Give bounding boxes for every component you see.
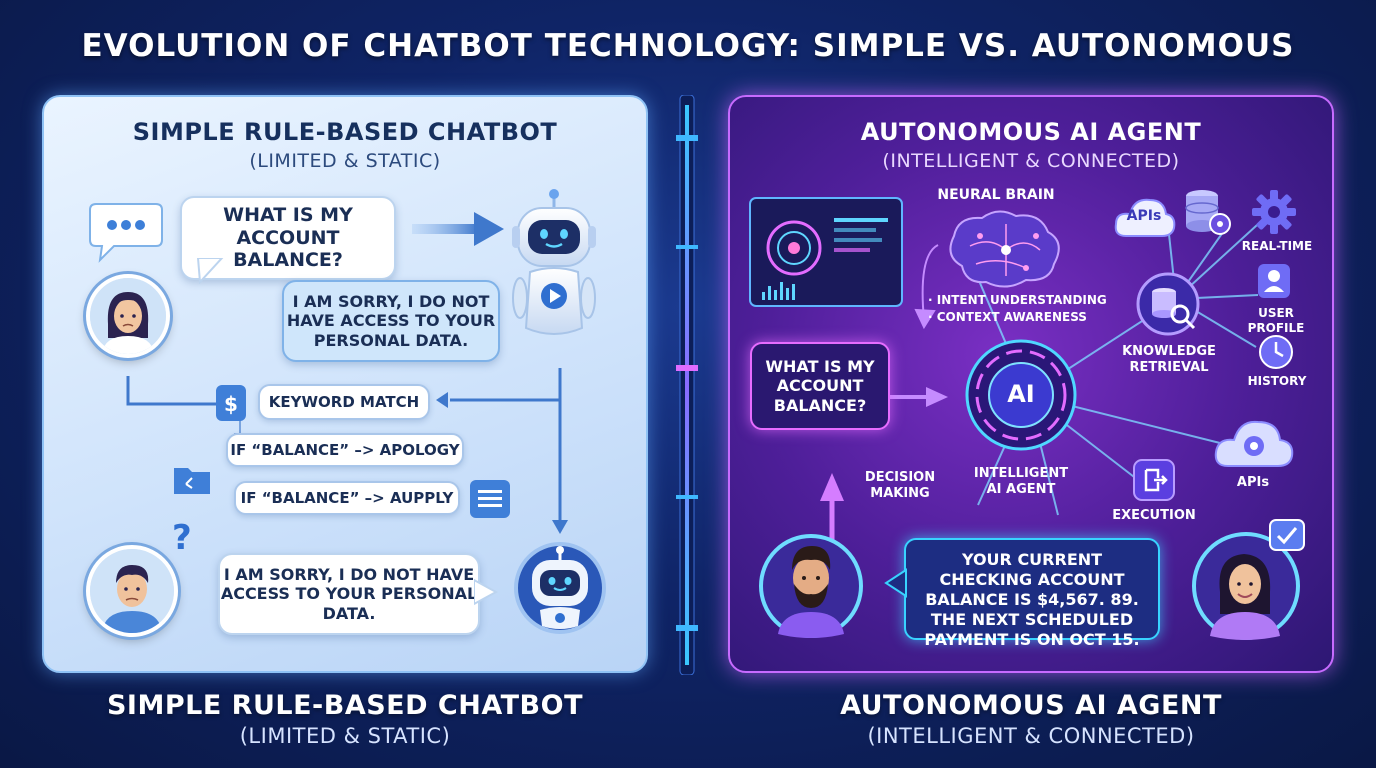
bubble-tail: [196, 258, 224, 284]
chat-dots-icon: [89, 203, 163, 263]
brain-capabilities: · INTENT UNDERSTANDING · CONTEXT AWARENE…: [928, 292, 1107, 326]
confused-question-mark: ?: [172, 518, 192, 558]
ai-core-label: AI: [1007, 380, 1035, 408]
database-gear-icon: [1185, 190, 1231, 235]
user-avatar-top: [86, 274, 170, 358]
footer-left-title: SIMPLE RULE-BASED CHATBOT: [106, 690, 584, 721]
intent-understanding-label: · INTENT UNDERSTANDING: [928, 293, 1107, 307]
folder-icon: [174, 468, 210, 494]
footer-right-title: AUTONOMOUS AI AGENT: [840, 690, 1222, 721]
right-panel-title: AUTONOMOUS AI AGENT: [860, 118, 1202, 146]
history-label: HISTORY: [1247, 374, 1307, 388]
right-panel-subtitle: (INTELLIGENT & CONNECTED): [882, 150, 1180, 172]
rule-apology-box: IF “BALANCE” –> APOLOGY: [226, 433, 464, 467]
user-profile-label: USER PROFILE: [1247, 306, 1305, 335]
footer-left-subtitle: (LIMITED & STATIC): [239, 724, 451, 748]
dashboard-screen-icon: [749, 197, 903, 307]
apis-cloud-gear-icon: [1214, 420, 1294, 467]
neural-brain-label: NEURAL BRAIN: [937, 187, 1055, 203]
real-time-label: REAL-TIME: [1241, 239, 1313, 253]
bot-reply-bottom-bubble: I AM SORRY, I DO NOT HAVE ACCESS TO YOUR…: [218, 553, 480, 635]
main-title: EVOLUTION OF CHATBOT TECHNOLOGY: SIMPLE …: [81, 28, 1295, 64]
bubble-tail-right: [474, 578, 499, 606]
arrow-to-bot: [412, 212, 504, 246]
knowledge-database-icon: [1136, 272, 1200, 336]
bot-reply-top-bubble: I AM SORRY, I DO NOT HAVE ACCESS TO YOUR…: [282, 280, 500, 362]
keyword-match-box: KEYWORD MATCH: [258, 384, 430, 420]
agent-answer-bubble: YOUR CURRENT CHECKING ACCOUNT BALANCE IS…: [904, 538, 1160, 649]
footer-right-subtitle: (INTELLIGENT & CONNECTED): [867, 724, 1195, 748]
history-icon: [1259, 335, 1293, 369]
document-list-icon: [470, 480, 510, 518]
apis-bottom-label: APIs: [1236, 475, 1270, 490]
knowledge-retrieval-label: KNOWLEDGE RETRIEVAL: [1122, 344, 1216, 376]
svg-text:$: $: [224, 392, 238, 416]
left-panel-title: SIMPLE RULE-BASED CHATBOT: [132, 118, 558, 146]
apis-cloud-icon: [1114, 198, 1176, 237]
dollar-document-icon: $: [216, 385, 246, 421]
center-divider: [676, 95, 698, 675]
gear-icon: [1252, 190, 1296, 234]
robot-bottom-icon: [514, 542, 606, 634]
answer-bubble-tail: [884, 568, 907, 598]
woman-avatar-icon: [90, 278, 166, 354]
decision-making-label: DECISION MAKING: [864, 470, 936, 502]
ai-core-icon: [965, 339, 1077, 451]
robot-top-icon: [512, 189, 596, 335]
neural-brain-icon: [949, 210, 1060, 288]
man-avatar-icon: [90, 549, 174, 633]
agent-user-avatar: [759, 534, 863, 638]
user-avatar-bottom: [86, 545, 178, 637]
rule-aupply-box: IF “BALANCE” –> AUPPLY: [234, 481, 460, 515]
left-panel-subtitle: (LIMITED & STATIC): [249, 150, 441, 172]
agent-woman-avatar: [1192, 519, 1305, 640]
intelligent-agent-label: INTELLIGENT AI AGENT: [973, 466, 1069, 498]
context-awareness-label: · CONTEXT AWARENESS: [928, 309, 1087, 324]
user-profile-icon: [1258, 264, 1290, 298]
execution-icon: [1133, 459, 1175, 501]
execution-label: EXECUTION: [1112, 508, 1196, 523]
agent-user-question-bubble: WHAT IS MY ACCOUNT BALANCE?: [750, 342, 890, 430]
user-question-bubble: WHAT IS MY ACCOUNT BALANCE?: [180, 196, 396, 280]
apis-top-label: APIs: [1126, 208, 1162, 224]
